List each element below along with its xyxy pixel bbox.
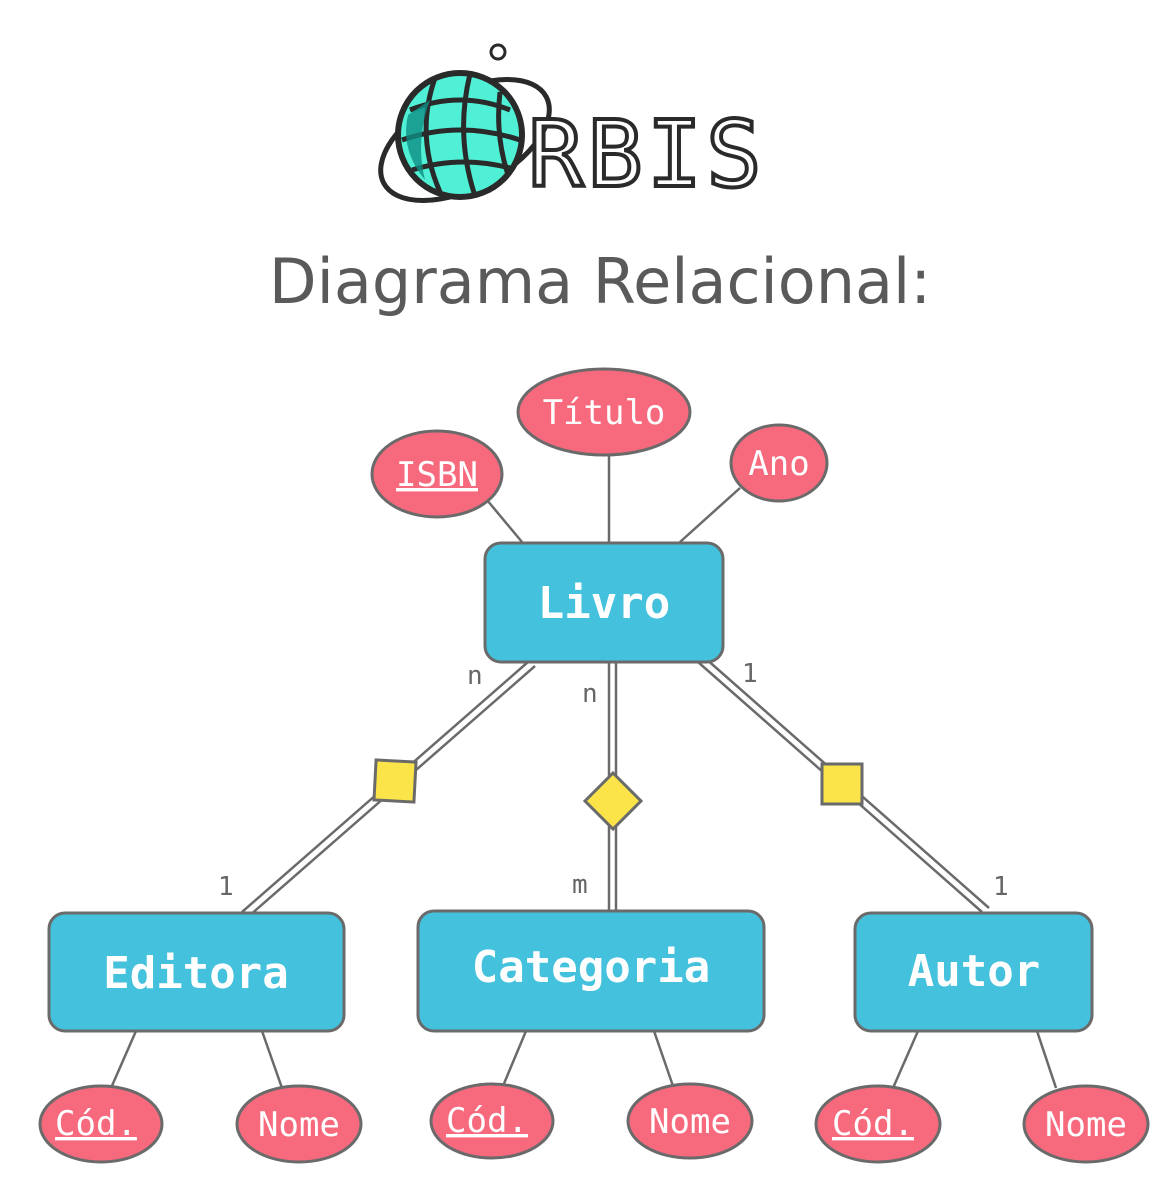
attr-titulo xyxy=(516,367,692,457)
entity-autor xyxy=(853,911,1094,1033)
orbis-logo: RBIS xyxy=(378,43,766,210)
attr-autor-cod-label: Cód. xyxy=(832,1104,914,1144)
entity-editora xyxy=(47,911,346,1033)
entity-livro xyxy=(483,541,725,664)
attr-editora-nome-label: Nome xyxy=(258,1105,340,1145)
entity-autor-label: Autor xyxy=(908,946,1040,997)
attr-editora-nome xyxy=(235,1084,363,1164)
card-livro-categoria-m: m xyxy=(572,870,588,900)
attr-autor-nome-label: Nome xyxy=(1045,1105,1127,1145)
relationship-livro-editora xyxy=(241,661,536,917)
attr-isbn xyxy=(370,429,504,519)
attr-ano xyxy=(729,423,829,503)
attr-categoria-nome-label: Nome xyxy=(649,1102,731,1142)
diagram-title: Diagrama Relacional: xyxy=(268,245,932,318)
logo-text: RBIS xyxy=(528,101,766,208)
card-livro-editora-n: n xyxy=(467,661,483,691)
attr-categoria-cod xyxy=(429,1082,555,1160)
attr-editora-cod xyxy=(38,1084,164,1164)
attr-editora-cod-label: Cód. xyxy=(55,1104,137,1144)
entity-categoria-label: Categoria xyxy=(472,942,710,993)
attr-categoria-cod-label: Cód. xyxy=(446,1101,528,1141)
attr-autor-nome xyxy=(1022,1084,1150,1164)
entity-categoria xyxy=(416,909,766,1033)
relationship-livro-autor xyxy=(697,657,990,913)
attr-isbn-label: ISBN xyxy=(396,455,478,495)
card-livro-editora-1: 1 xyxy=(218,872,234,902)
attr-ano-label: Ano xyxy=(748,444,809,484)
relationship-livro-categoria xyxy=(582,662,644,912)
card-livro-categoria-n: n xyxy=(582,679,598,709)
attr-categoria-nome xyxy=(626,1082,754,1160)
attr-autor-cod xyxy=(814,1084,942,1164)
card-livro-autor-1a: 1 xyxy=(742,659,758,689)
entity-editora-label: Editora xyxy=(103,948,288,999)
entity-livro-label: Livro xyxy=(538,578,670,629)
card-livro-autor-1b: 1 xyxy=(993,872,1009,902)
attr-titulo-label: Título xyxy=(543,393,666,433)
